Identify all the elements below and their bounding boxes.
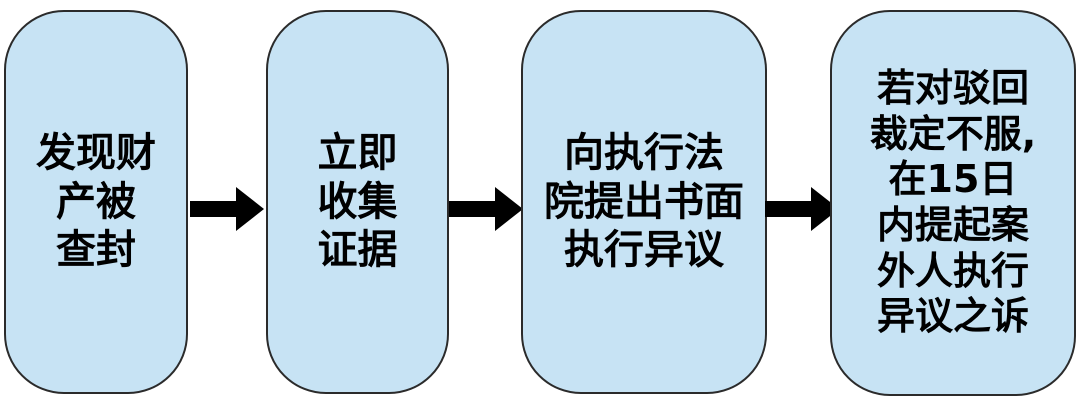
step-3-line-1: 向执行法 (564, 129, 724, 176)
step-1-line-2: 产被 (56, 178, 136, 225)
step-2-line-3: 证据 (317, 227, 398, 274)
arrow-right-icon (449, 181, 523, 237)
step-2-line-1: 立即 (317, 129, 398, 176)
step-box-3: 向执行法 院提出书面 执行异议 (521, 10, 767, 394)
step-3-line-3: 执行异议 (564, 227, 724, 274)
step-box-1: 发现财 产被 查封 (4, 10, 188, 394)
arrow-right-icon (190, 181, 264, 237)
step-4-line-3: 在15日 (888, 157, 1018, 202)
step-3-line-2: 院提出书面 (544, 178, 744, 225)
step-4-line-4: 内提起案 (876, 203, 1029, 247)
step-2-line-2: 收集 (317, 178, 398, 225)
step-4-line-2: 裁定不服, (869, 111, 1037, 156)
step-4-line-1: 若对驳回 (876, 66, 1029, 111)
step-1-line-1: 发现财 (36, 129, 156, 176)
step-box-4: 若对驳回 裁定不服, 在15日 内提起案 外人执行 异议之诉 (830, 10, 1076, 396)
step-4-line-5: 外人执行 (876, 248, 1029, 293)
step-4-line-6: 异议之诉 (876, 294, 1029, 339)
step-box-2: 立即 收集 证据 (266, 10, 449, 394)
step-1-line-3: 查封 (56, 227, 136, 274)
arrow-right-icon (765, 181, 839, 237)
